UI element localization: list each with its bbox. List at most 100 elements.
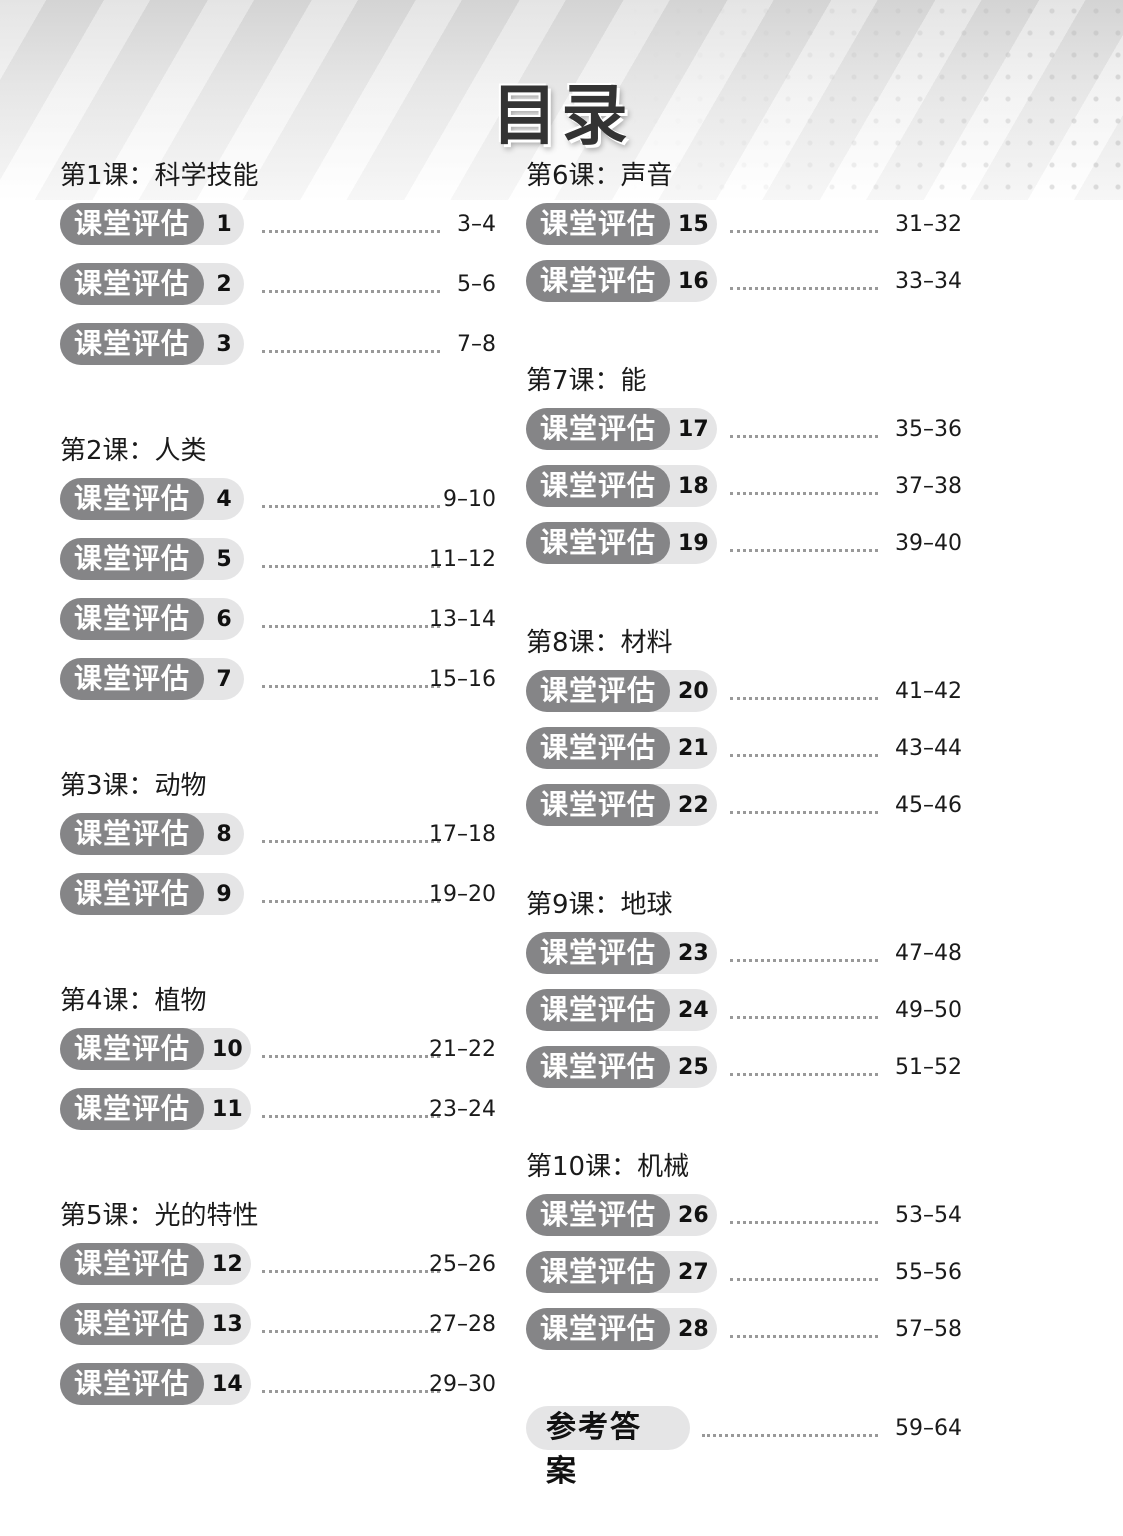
lesson-section: 第1课：科学技能 课堂评估 1 3–4 课堂评估 2 5–6 课堂评估 3 7–… [60, 158, 496, 366]
toc-entry[interactable]: 课堂评估 26 53–54 [526, 1193, 962, 1237]
assessment-number: 20 [678, 678, 709, 704]
dot-leader [262, 1270, 440, 1273]
assessment-number: 8 [216, 821, 232, 847]
assessment-badge: 课堂评估 15 [526, 203, 717, 245]
assessment-number: 14 [212, 1371, 243, 1397]
toc-entry[interactable]: 课堂评估 19 39–40 [526, 521, 962, 565]
dot-leader [262, 565, 440, 568]
toc-entry[interactable]: 课堂评估 2 5–6 [60, 262, 496, 306]
answers-entry[interactable]: 参考答案 59–64 [526, 1406, 962, 1489]
assessment-badge: 课堂评估 3 [60, 323, 245, 365]
toc-entry[interactable]: 课堂评估 16 33–34 [526, 259, 962, 303]
toc-entry[interactable]: 课堂评估 11 23–24 [60, 1087, 496, 1131]
assessment-number: 21 [678, 735, 709, 761]
toc-entry[interactable]: 课堂评估 6 13–14 [60, 597, 496, 641]
lesson-section: 第3课：动物 课堂评估 8 17–18 课堂评估 9 19–20 [60, 768, 496, 916]
lesson-section: 第10课：机械 课堂评估 26 53–54 课堂评估 27 55–56 课堂评估… [526, 1149, 962, 1351]
assessment-badge: 课堂评估 16 [526, 260, 717, 302]
badge-label: 课堂评估 [526, 408, 671, 450]
lesson-title: 第2课：人类 [60, 436, 207, 466]
dot-leader [262, 1390, 440, 1393]
dot-leader [730, 1016, 878, 1019]
dot-leader [262, 840, 440, 843]
assessment-badge: 课堂评估 1 [60, 203, 245, 245]
lesson-title: 第8课：材料 [526, 628, 673, 658]
badge-label: 课堂评估 [526, 727, 671, 769]
badge-label: 课堂评估 [60, 1363, 205, 1405]
badge-label: 课堂评估 [60, 1303, 205, 1345]
dot-leader [730, 754, 878, 757]
toc-entry[interactable]: 课堂评估 7 15–16 [60, 657, 496, 701]
dot-leader [730, 1278, 878, 1281]
dot-leader [730, 811, 878, 814]
badge-label: 课堂评估 [60, 538, 205, 580]
toc-entry[interactable]: 课堂评估 10 21–22 [60, 1027, 496, 1071]
dot-leader [262, 1055, 440, 1058]
toc-entry[interactable]: 课堂评估 13 27–28 [60, 1302, 496, 1346]
dot-leader [262, 230, 440, 233]
badge-label: 课堂评估 [60, 813, 205, 855]
toc-entry[interactable]: 课堂评估 21 43–44 [526, 726, 962, 770]
assessment-number: 3 [216, 331, 232, 357]
assessment-number: 13 [212, 1311, 243, 1337]
dot-leader [730, 1073, 878, 1076]
page-range: 59–64 [895, 1416, 962, 1441]
toc-entry[interactable]: 课堂评估 24 49–50 [526, 988, 962, 1032]
lesson-title: 第9课：地球 [526, 890, 673, 920]
toc-entry[interactable]: 课堂评估 20 41–42 [526, 669, 962, 713]
page-range: 31–32 [895, 212, 962, 237]
page-range: 9–10 [443, 487, 496, 512]
page-range: 45–46 [895, 793, 962, 818]
assessment-number: 11 [212, 1096, 243, 1122]
assessment-badge: 课堂评估 10 [60, 1028, 251, 1070]
badge-label: 课堂评估 [526, 1251, 671, 1293]
badge-label: 课堂评估 [526, 260, 671, 302]
toc-entry[interactable]: 课堂评估 25 51–52 [526, 1045, 962, 1089]
answers-badge: 参考答案 [526, 1406, 690, 1489]
toc-entry[interactable]: 课堂评估 4 9–10 [60, 477, 496, 521]
toc-entry[interactable]: 课堂评估 15 31–32 [526, 202, 962, 246]
assessment-number: 25 [678, 1054, 709, 1080]
toc-entry[interactable]: 课堂评估 18 37–38 [526, 464, 962, 508]
toc-entry[interactable]: 课堂评估 3 7–8 [60, 322, 496, 366]
assessment-badge: 课堂评估 9 [60, 873, 245, 915]
toc-entry[interactable]: 课堂评估 1 3–4 [60, 202, 496, 246]
badge-label: 课堂评估 [526, 1194, 671, 1236]
toc-entry[interactable]: 课堂评估 12 25–26 [60, 1242, 496, 1286]
dot-leader [262, 900, 440, 903]
assessment-badge: 课堂评估 25 [526, 1046, 717, 1088]
lesson-title: 第3课：动物 [60, 771, 207, 801]
assessment-number: 10 [212, 1036, 243, 1062]
assessment-number: 19 [678, 530, 709, 556]
assessment-number: 1 [216, 211, 232, 237]
page-title: 目录 [491, 77, 632, 154]
dot-leader [262, 685, 440, 688]
assessment-number: 15 [678, 211, 709, 237]
toc-entry[interactable]: 课堂评估 14 29–30 [60, 1362, 496, 1406]
assessment-number: 26 [678, 1202, 709, 1228]
toc-entry[interactable]: 课堂评估 23 47–48 [526, 931, 962, 975]
badge-label: 课堂评估 [526, 1046, 671, 1088]
toc-entry[interactable]: 课堂评估 9 19–20 [60, 872, 496, 916]
toc-entry[interactable]: 课堂评估 17 35–36 [526, 407, 962, 451]
toc-entry[interactable]: 课堂评估 28 57–58 [526, 1307, 962, 1351]
lesson-title: 第6课：声音 [526, 161, 673, 191]
toc-entry[interactable]: 课堂评估 22 45–46 [526, 783, 962, 827]
lesson-title: 第1课：科学技能 [60, 161, 259, 191]
toc-entry[interactable]: 课堂评估 27 55–56 [526, 1250, 962, 1294]
assessment-badge: 课堂评估 4 [60, 478, 245, 520]
page-range: 53–54 [895, 1203, 962, 1228]
header-background [0, 0, 1123, 200]
toc-entry[interactable]: 课堂评估 5 11–12 [60, 537, 496, 581]
dot-leader [730, 435, 878, 438]
badge-label: 课堂评估 [526, 203, 671, 245]
badge-label: 课堂评估 [60, 203, 205, 245]
dot-leader [262, 1330, 440, 1333]
lesson-section: 第8课：材料 课堂评估 20 41–42 课堂评估 21 43–44 课堂评估 … [526, 625, 962, 827]
badge-label: 课堂评估 [526, 784, 671, 826]
assessment-badge: 课堂评估 23 [526, 932, 717, 974]
assessment-badge: 课堂评估 18 [526, 465, 717, 507]
toc-entry[interactable]: 课堂评估 8 17–18 [60, 812, 496, 856]
assessment-badge: 课堂评估 28 [526, 1308, 717, 1350]
assessment-badge: 课堂评估 11 [60, 1088, 251, 1130]
